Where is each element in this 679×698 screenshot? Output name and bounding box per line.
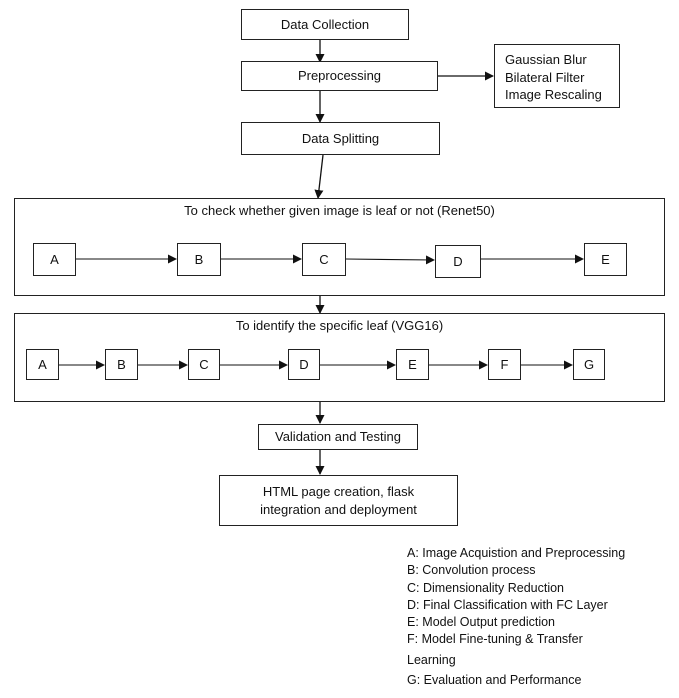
validation-box: Validation and Testing bbox=[258, 424, 418, 450]
data-collection-box: Data Collection bbox=[241, 9, 409, 40]
stage1-node-d: D bbox=[435, 245, 481, 278]
arrow-splitting-to-stage1 bbox=[314, 154, 324, 199]
deployment-label-line2: integration and deployment bbox=[260, 501, 417, 517]
legend-item-d: D: Final Classification with FC Layer bbox=[407, 597, 608, 612]
deployment-box: HTML page creation, flask integration an… bbox=[219, 475, 458, 526]
validation-label: Validation and Testing bbox=[274, 429, 401, 445]
stage2-container: To identify the specific leaf (VGG16) bbox=[14, 313, 665, 402]
legend-item-g: G: Evaluation and Performance bbox=[407, 673, 582, 688]
data-collection-label: Data Collection bbox=[280, 16, 370, 32]
method-gaussian-blur: Gaussian Blur bbox=[505, 52, 587, 67]
legend-item-a: A: Image Acquistion and Preprocessing bbox=[407, 546, 626, 560]
stage1-node-c: C bbox=[302, 243, 346, 276]
stage2-node-f: F bbox=[488, 349, 521, 380]
stage2-node-e: E bbox=[396, 349, 429, 380]
legend-item-e: E: Model Output prediction bbox=[407, 615, 555, 630]
stage2-node-b: B bbox=[105, 349, 138, 380]
legend-item-c: C: Dimensionality Reduction bbox=[407, 580, 565, 595]
stage1-node-e: E bbox=[584, 243, 627, 276]
stage1-node-a: A bbox=[33, 243, 76, 276]
data-splitting-label: Data Splitting bbox=[301, 130, 380, 146]
method-bilateral-filter: Bilateral Filter bbox=[505, 69, 585, 85]
preprocessing-label: Preprocessing bbox=[297, 68, 382, 84]
stage2-node-a: A bbox=[26, 349, 59, 380]
legend-item-b: B: Convolution process bbox=[407, 563, 536, 578]
legend-item-f-continued: Learning bbox=[407, 652, 456, 667]
method-image-rescaling: Image Rescaling bbox=[505, 87, 602, 103]
preprocessing-methods-box: Gaussian Blur Bilateral Filter Image Res… bbox=[494, 44, 620, 108]
stage2-node-d: D bbox=[288, 349, 320, 380]
stage2-node-g: G bbox=[573, 349, 605, 380]
stage1-arrow-c-d bbox=[345, 255, 435, 265]
data-splitting-box: Data Splitting bbox=[241, 122, 440, 155]
stage2-node-c: C bbox=[188, 349, 220, 380]
legend: A: Image Acquistion and Preprocessing B:… bbox=[407, 545, 625, 689]
legend-item-f: F: Model Fine-tuning & Transfer bbox=[407, 632, 583, 647]
stage1-container: To check whether given image is leaf or … bbox=[14, 198, 665, 296]
stage2-title: To identify the specific leaf (VGG16) bbox=[235, 318, 444, 333]
stage1-title: To check whether given image is leaf or … bbox=[184, 203, 495, 218]
stage1-node-b: B bbox=[177, 243, 221, 276]
preprocessing-box: Preprocessing bbox=[241, 61, 438, 91]
deployment-label-line1: HTML page creation, flask bbox=[262, 483, 415, 499]
